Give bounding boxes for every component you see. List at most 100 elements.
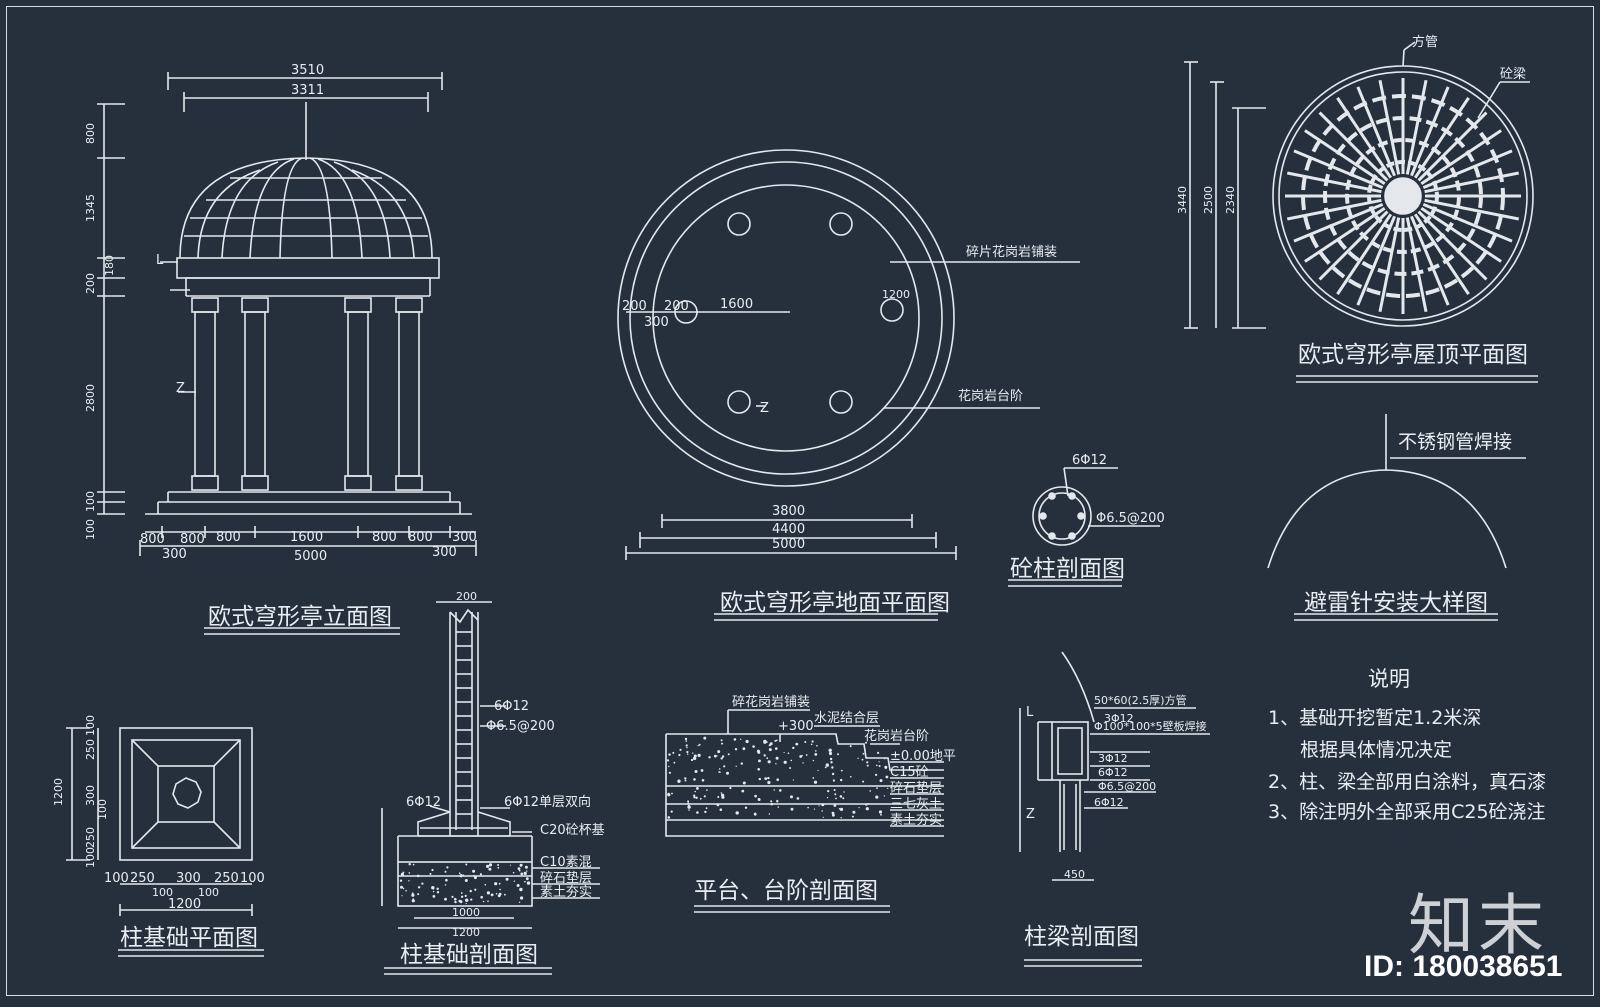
fill-speckle	[840, 769, 843, 772]
fill-speckle	[446, 866, 449, 869]
fill-speckle	[744, 806, 748, 809]
fill-speckle	[684, 737, 688, 741]
fill-speckle	[790, 807, 794, 811]
fill-speckle	[668, 753, 671, 756]
roof-plan-drawing	[1184, 41, 1538, 383]
fill-speckle	[411, 899, 415, 903]
footing-plan-drawing	[66, 727, 264, 957]
fill-speckle	[497, 864, 500, 866]
fill-speckle	[878, 810, 883, 814]
fp-left-3: 300	[84, 785, 97, 806]
roof-rib	[1417, 111, 1488, 182]
footing-section-drawing	[381, 601, 600, 975]
fill-speckle	[487, 900, 489, 902]
fill-speckle	[460, 895, 464, 898]
fill-speckle	[790, 795, 793, 799]
fill-speckle	[405, 889, 407, 892]
fs-top-dim: 200	[456, 590, 477, 603]
fill-speckle	[885, 775, 889, 779]
elevation-drawing	[97, 72, 477, 635]
fill-speckle	[480, 895, 484, 899]
fill-speckle	[764, 777, 768, 780]
fill-speckle	[721, 742, 723, 745]
fill-speckle	[839, 807, 844, 812]
fill-speckle	[459, 874, 463, 878]
fill-speckle	[417, 893, 420, 896]
fill-speckle	[429, 872, 432, 875]
lightning-note: 不锈钢管焊接	[1398, 431, 1512, 453]
fill-speckle	[776, 778, 779, 781]
fill-speckle	[679, 748, 682, 751]
fill-speckle	[813, 808, 816, 810]
bs-note-1: 50*60(2.5厚)方管	[1094, 693, 1187, 707]
fill-speckle	[717, 750, 721, 754]
floor-dim-5000: 5000	[772, 537, 805, 552]
fill-speckle	[834, 793, 837, 796]
fill-speckle	[816, 745, 818, 747]
fill-speckle	[839, 795, 843, 798]
fill-speckle	[687, 753, 689, 755]
fill-speckle	[840, 817, 842, 819]
elev-bottom-10: 300	[432, 545, 457, 560]
fill-speckle	[878, 761, 880, 763]
fill-speckle	[787, 752, 790, 754]
fill-speckle	[513, 880, 515, 882]
fill-speckle	[668, 771, 672, 774]
fill-speckle	[718, 771, 721, 773]
roof-rib	[1413, 213, 1470, 295]
elev-bottom-5: 800	[372, 530, 397, 545]
roof-rib	[1417, 210, 1488, 281]
column-section-title: 砼柱剖面图	[1010, 556, 1125, 582]
fp-bottom-3: 300	[176, 871, 201, 886]
floor-plan-drawing	[617, 149, 1080, 621]
fill-speckle	[875, 773, 878, 777]
floor-dim-3800: 3800	[772, 504, 805, 519]
fill-speckle	[703, 795, 706, 798]
fill-speckle	[473, 874, 475, 877]
fill-speckle	[817, 769, 819, 772]
fill-speckle	[813, 780, 818, 784]
fill-speckle	[444, 884, 447, 886]
elev-dim-left-4: 180	[103, 255, 116, 276]
roof-rib	[1378, 79, 1401, 175]
fill-speckle	[768, 748, 772, 752]
fill-speckle	[693, 754, 697, 758]
fill-speckle	[412, 863, 415, 866]
fill-speckle	[849, 745, 852, 748]
column-stirrup: Φ6.5@200	[1096, 511, 1165, 526]
fill-speckle	[436, 887, 439, 890]
fill-speckle	[733, 738, 737, 741]
fill-speckle	[833, 789, 836, 791]
fill-speckle	[486, 891, 490, 895]
fill-speckle	[687, 802, 690, 804]
fill-speckle	[832, 779, 836, 782]
step-section-title: 平台、台阶剖面图	[694, 878, 878, 904]
fs-note-2: Φ6.5@200	[486, 719, 555, 734]
roof-rib	[1420, 129, 1502, 186]
fill-speckle	[812, 759, 815, 762]
ss-note-4: 花岗岩台阶	[864, 728, 929, 744]
roof-dim-2500: 2500	[1202, 186, 1215, 214]
ss-note-6: C15砼	[890, 765, 929, 780]
fill-speckle	[883, 757, 886, 760]
fill-speckle	[690, 758, 694, 762]
roof-rib	[1318, 210, 1389, 281]
fill-speckle	[698, 743, 701, 746]
fill-speckle	[777, 806, 780, 808]
fill-speckle	[525, 877, 529, 881]
fill-speckle	[857, 757, 859, 759]
bs-note-6: Φ6.5@200	[1098, 780, 1156, 793]
lightning-title: 避雷针安装大样图	[1304, 590, 1488, 616]
fill-speckle	[869, 790, 871, 792]
roof-rib	[1293, 203, 1384, 243]
roof-rib	[1336, 97, 1393, 179]
fill-speckle	[770, 802, 773, 806]
notes-heading: 说明	[1368, 667, 1410, 691]
notes-item-3: 2、柱、梁全部用白涂料，真石漆	[1268, 771, 1546, 793]
fill-speckle	[482, 900, 485, 903]
fill-speckle	[708, 756, 711, 759]
fill-speckle	[775, 763, 777, 765]
fill-speckle	[488, 867, 492, 871]
roof-rib	[1378, 217, 1401, 313]
elev-mark-l: L	[156, 253, 164, 268]
